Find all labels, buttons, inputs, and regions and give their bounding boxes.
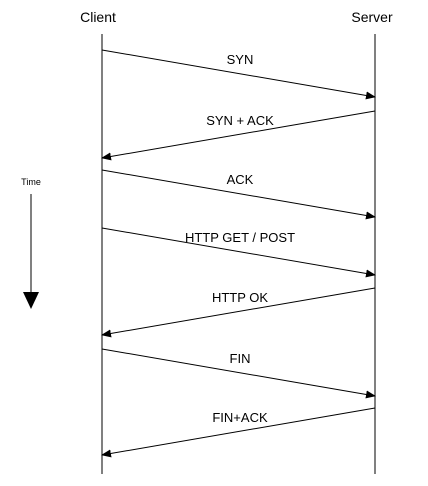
message-label: FIN	[230, 351, 251, 366]
message-arrow	[101, 49, 376, 100]
message-arrow	[101, 407, 376, 458]
time-down-arrow-icon	[23, 292, 39, 309]
message-label: SYN + ACK	[206, 113, 274, 128]
message-arrow	[101, 227, 376, 278]
message-label: ACK	[227, 172, 254, 187]
message-label: HTTP GET / POST	[185, 230, 295, 245]
message-arrow	[101, 287, 376, 338]
message-label: SYN	[227, 52, 254, 67]
message-label: FIN+ACK	[212, 410, 268, 425]
message-arrow	[101, 169, 376, 220]
client-label: Client	[80, 9, 116, 25]
message-list: SYN SYN + ACK ACK HTTP GET / POST HTTP OK FIN…	[101, 49, 376, 458]
message-label: HTTP OK	[212, 290, 268, 305]
time-label: Time	[21, 177, 41, 187]
message-arrow	[101, 348, 376, 399]
message-arrow	[101, 110, 376, 161]
server-label: Server	[351, 9, 393, 25]
